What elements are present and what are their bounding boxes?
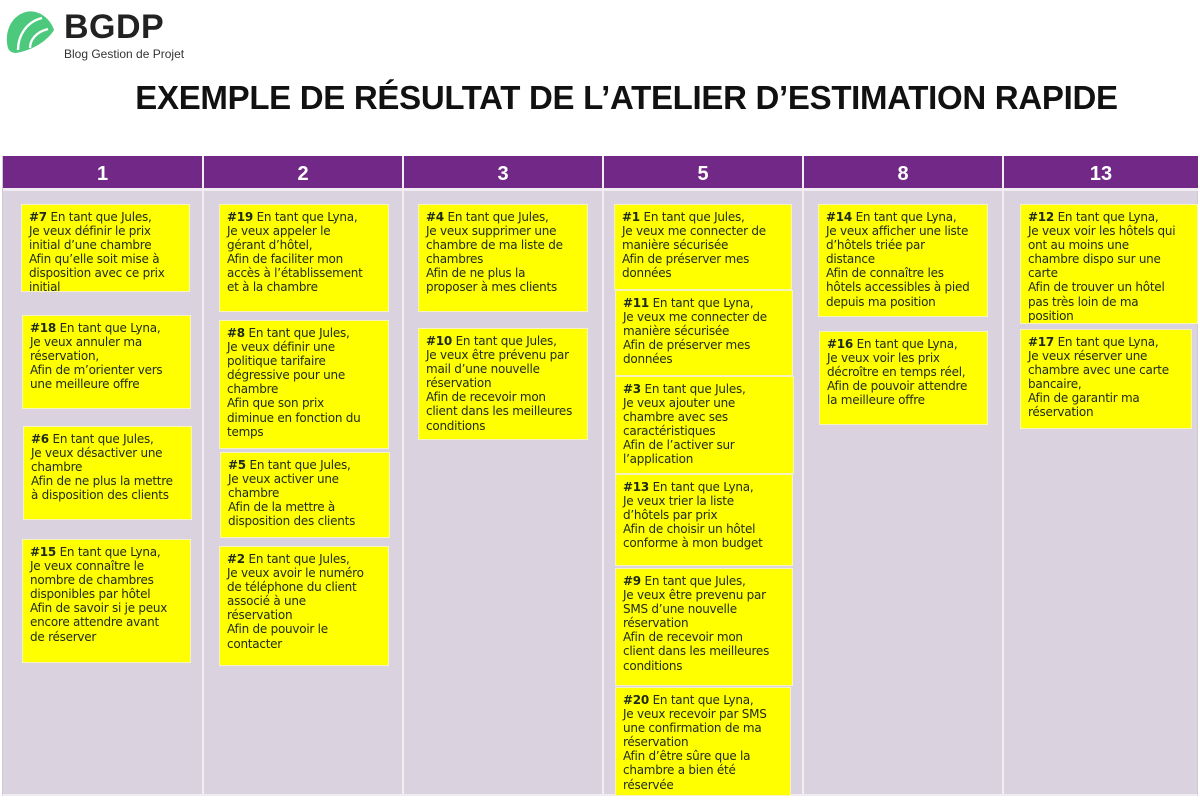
estimation-board: 1 #7 En tant que Jules, Je veux définir …: [2, 156, 1198, 796]
story-id: #4: [426, 210, 444, 224]
story-id: #11: [623, 296, 650, 310]
story-card[interactable]: #16 En tant que Lyna, Je veux voir les p…: [819, 331, 988, 425]
story-id: #14: [826, 210, 853, 224]
story-card[interactable]: #5 En tant que Jules, Je veux activer un…: [220, 452, 390, 538]
column-header: 5: [604, 156, 802, 191]
page-title: EXEMPLE DE RÉSULTAT DE L’ATELIER D’ESTIM…: [135, 79, 1118, 116]
story-card[interactable]: #6 En tant que Jules, Je veux désactiver…: [23, 426, 192, 520]
column-3: 3 #4 En tant que Jules, Je veux supprime…: [402, 156, 602, 794]
story-card[interactable]: #4 En tant que Jules, Je veux supprimer …: [418, 204, 588, 312]
story-id: #12: [1028, 210, 1055, 224]
column-header: 13: [1004, 156, 1198, 191]
story-card[interactable]: #15 En tant que Lyna, Je veux connaître …: [22, 539, 191, 663]
story-id: #8: [227, 326, 245, 340]
story-card[interactable]: #12 En tant que Lyna, Je veux voir les h…: [1020, 204, 1198, 324]
story-card[interactable]: #18 En tant que Lyna, Je veux annuler ma…: [22, 315, 191, 409]
story-id: #6: [31, 432, 49, 446]
story-card[interactable]: #13 En tant que Lyna, Je veux trier la l…: [615, 474, 793, 566]
bgdp-logo: BGDP Blog Gestion de Projet: [4, 8, 184, 61]
story-card[interactable]: #2 En tant que Jules, Je veux avoir le n…: [219, 546, 389, 666]
column-header: 2: [204, 156, 402, 191]
brand-name: BGDP: [64, 8, 165, 46]
column-8: 8 #14 En tant que Lyna, Je veux afficher…: [802, 156, 1002, 794]
story-id: #18: [30, 321, 57, 335]
story-id: #1: [622, 210, 640, 224]
story-card[interactable]: #17 En tant que Lyna, Je veux réserver u…: [1020, 329, 1192, 429]
story-card[interactable]: #14 En tant que Lyna, Je veux afficher u…: [818, 204, 988, 317]
story-card[interactable]: #7 En tant que Jules, Je veux définir le…: [21, 204, 190, 294]
story-card[interactable]: #1 En tant que Jules, Je veux me connect…: [614, 204, 792, 290]
column-13: 13 #12 En tant que Lyna, Je veux voir le…: [1002, 156, 1198, 794]
story-card[interactable]: #8 En tant que Jules, Je veux définir un…: [219, 320, 389, 449]
story-card[interactable]: #19 En tant que Lyna, Je veux appeler le…: [219, 204, 389, 312]
story-card[interactable]: #11 En tant que Lyna, Je veux me connect…: [615, 290, 793, 376]
story-card[interactable]: #20 En tant que Lyna, Je veux recevoir p…: [615, 687, 791, 796]
column-header: 8: [804, 156, 1002, 191]
column-2: 2 #19 En tant que Lyna, Je veux appeler …: [202, 156, 402, 794]
brand-subtitle: Blog Gestion de Projet: [64, 47, 185, 61]
column-header: 3: [404, 156, 602, 191]
story-id: #2: [227, 552, 245, 566]
story-id: #5: [228, 458, 246, 472]
story-card[interactable]: #3 En tant que Jules, Je veux ajouter un…: [615, 376, 794, 474]
story-id: #13: [623, 480, 650, 494]
story-id: #3: [623, 382, 641, 396]
story-id: #9: [623, 574, 641, 588]
story-id: #16: [827, 337, 854, 351]
story-id: #17: [1028, 335, 1055, 349]
story-id: #7: [29, 210, 47, 224]
column-5: 5 #1 En tant que Jules, Je veux me conne…: [602, 156, 802, 796]
story-id: #19: [227, 210, 254, 224]
column-header: 1: [3, 156, 202, 191]
story-card[interactable]: #9 En tant que Jules, Je veux être preve…: [615, 568, 793, 686]
story-card[interactable]: #10 En tant que Jules, Je veux être prév…: [418, 328, 588, 440]
column-1: 1 #7 En tant que Jules, Je veux définir …: [3, 156, 202, 794]
leaf-logo-icon: [4, 8, 56, 54]
story-id: #15: [30, 545, 57, 559]
story-id: #20: [623, 693, 650, 707]
story-id: #10: [426, 334, 453, 348]
